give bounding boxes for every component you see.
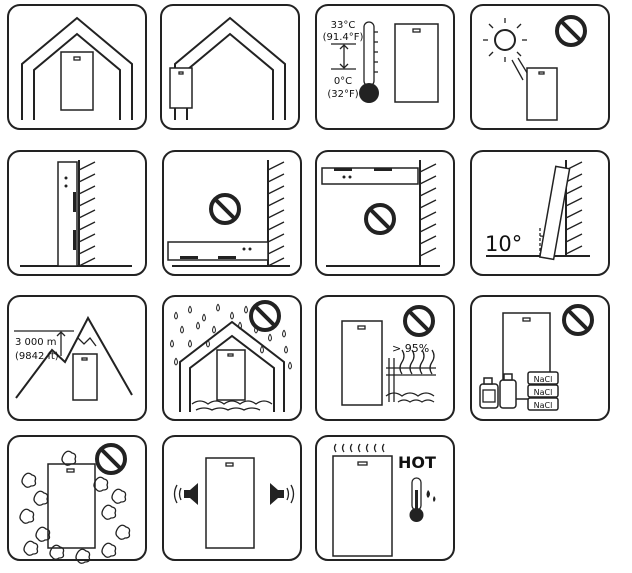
debris-particle — [75, 548, 91, 564]
tile-indoor-installation — [7, 4, 147, 130]
battery-unit-icon — [538, 165, 571, 261]
debris-particle — [111, 488, 127, 504]
tile-altitude-limit: 3 000 m (9842 ft) — [7, 295, 147, 421]
canister-icon — [479, 377, 499, 409]
rain-drop — [288, 361, 292, 370]
thermometer-icon — [359, 21, 379, 103]
house-outline-icon — [21, 16, 133, 120]
debris-particle — [101, 542, 117, 558]
rain-drop — [230, 311, 234, 320]
wall-hatch-icon — [419, 160, 437, 266]
sun-icon — [483, 18, 527, 62]
tile-no-horizontal-floor — [162, 150, 302, 276]
battery-unit-icon — [321, 167, 419, 185]
rain-drop — [282, 329, 286, 338]
battery-unit-icon — [216, 349, 246, 401]
tile-no-dust-debris — [7, 435, 147, 564]
rain-drop — [244, 305, 248, 314]
rain-drop — [196, 321, 200, 330]
rain-drop — [202, 313, 206, 322]
debris-particle — [101, 504, 117, 520]
hot-label: HOT — [398, 453, 436, 472]
altitude-meters: 3 000 m — [15, 337, 57, 348]
debris-particles-icon — [19, 450, 131, 564]
tile-no-direct-sunlight — [470, 4, 610, 130]
altitude-feet: (9842 ft) — [15, 351, 59, 362]
rain-drop — [284, 345, 288, 354]
debris-particle — [23, 540, 39, 556]
rain-drop — [174, 357, 178, 366]
max-temp-fahrenheit: (91.4°F) — [323, 32, 364, 43]
house-outline-icon — [179, 320, 285, 412]
rain-drop — [268, 333, 272, 342]
tile-heat-warning: HOT — [315, 435, 455, 561]
min-temp-fahrenheit: (32°F) — [327, 89, 358, 100]
tile-indoor-wall-placement — [160, 4, 300, 130]
rain-drop — [188, 305, 192, 314]
battery-unit-icon — [526, 67, 558, 121]
battery-unit-icon — [57, 161, 78, 267]
speaker-left-icon — [173, 483, 198, 505]
speaker-right-icon — [270, 483, 295, 505]
rain-drop — [180, 325, 184, 334]
tile-no-horizontal-wall — [315, 150, 455, 276]
rain-drop — [216, 303, 220, 312]
debris-particle — [93, 476, 109, 492]
battery-unit-icon — [72, 353, 98, 401]
debris-particle — [115, 524, 131, 540]
tile-noise-speakers — [162, 435, 302, 561]
rain-drop — [188, 339, 192, 348]
debris-particle — [49, 544, 65, 560]
battery-unit-icon — [205, 457, 255, 549]
debris-particle — [35, 526, 51, 542]
angle-arc-icon — [539, 228, 545, 256]
salt-bag-label: NaCl — [534, 375, 553, 384]
debris-particle — [33, 490, 49, 506]
debris-particle — [21, 472, 37, 488]
min-temp-celsius: 0°C — [334, 76, 352, 87]
tile-no-rain-exposure — [162, 295, 302, 421]
battery-unit-icon — [394, 23, 439, 103]
salt-bag-label: NaCl — [534, 401, 553, 410]
rain-drop — [174, 311, 178, 320]
debris-particle — [19, 508, 35, 524]
tilt-angle-label: 10° — [485, 232, 522, 256]
debris-particle — [61, 450, 77, 466]
altitude-arrow-icon — [14, 330, 74, 356]
humidity-vapor-icon — [385, 349, 436, 403]
tile-tilt-angle: 10° — [470, 150, 610, 276]
battery-unit-icon — [332, 455, 393, 557]
battery-unit-icon — [341, 320, 383, 406]
tile-vertical-wall-mount — [7, 150, 147, 276]
rain-drop — [260, 345, 264, 354]
battery-unit-icon — [167, 241, 269, 261]
battery-unit-icon — [169, 67, 193, 109]
mountain-icon — [15, 315, 133, 399]
range-arrow-icon — [331, 43, 356, 70]
bottle-icon — [499, 373, 517, 409]
battery-unit-icon — [60, 51, 94, 111]
water-puddle-icon — [191, 400, 273, 411]
heat-waves-icon — [333, 443, 385, 453]
max-temp-celsius: 33°C — [331, 20, 356, 31]
battery-unit-icon — [47, 463, 96, 549]
tile-no-chemicals: NaCl NaCl NaCl — [470, 295, 610, 421]
humidity-label: > 95% — [392, 342, 429, 355]
hot-thermometer-icon — [409, 477, 436, 522]
rain-drop — [212, 325, 216, 334]
tile-temperature-range: 33°C (91.4°F) 0°C (32°F) — [315, 4, 455, 130]
salt-bag-label: NaCl — [534, 388, 553, 397]
salt-bags-icon: NaCl NaCl NaCl — [527, 371, 559, 411]
tile-humidity-limit: > 95% — [315, 295, 455, 421]
wall-hatch-icon — [78, 160, 96, 267]
rain-drop — [170, 339, 174, 348]
